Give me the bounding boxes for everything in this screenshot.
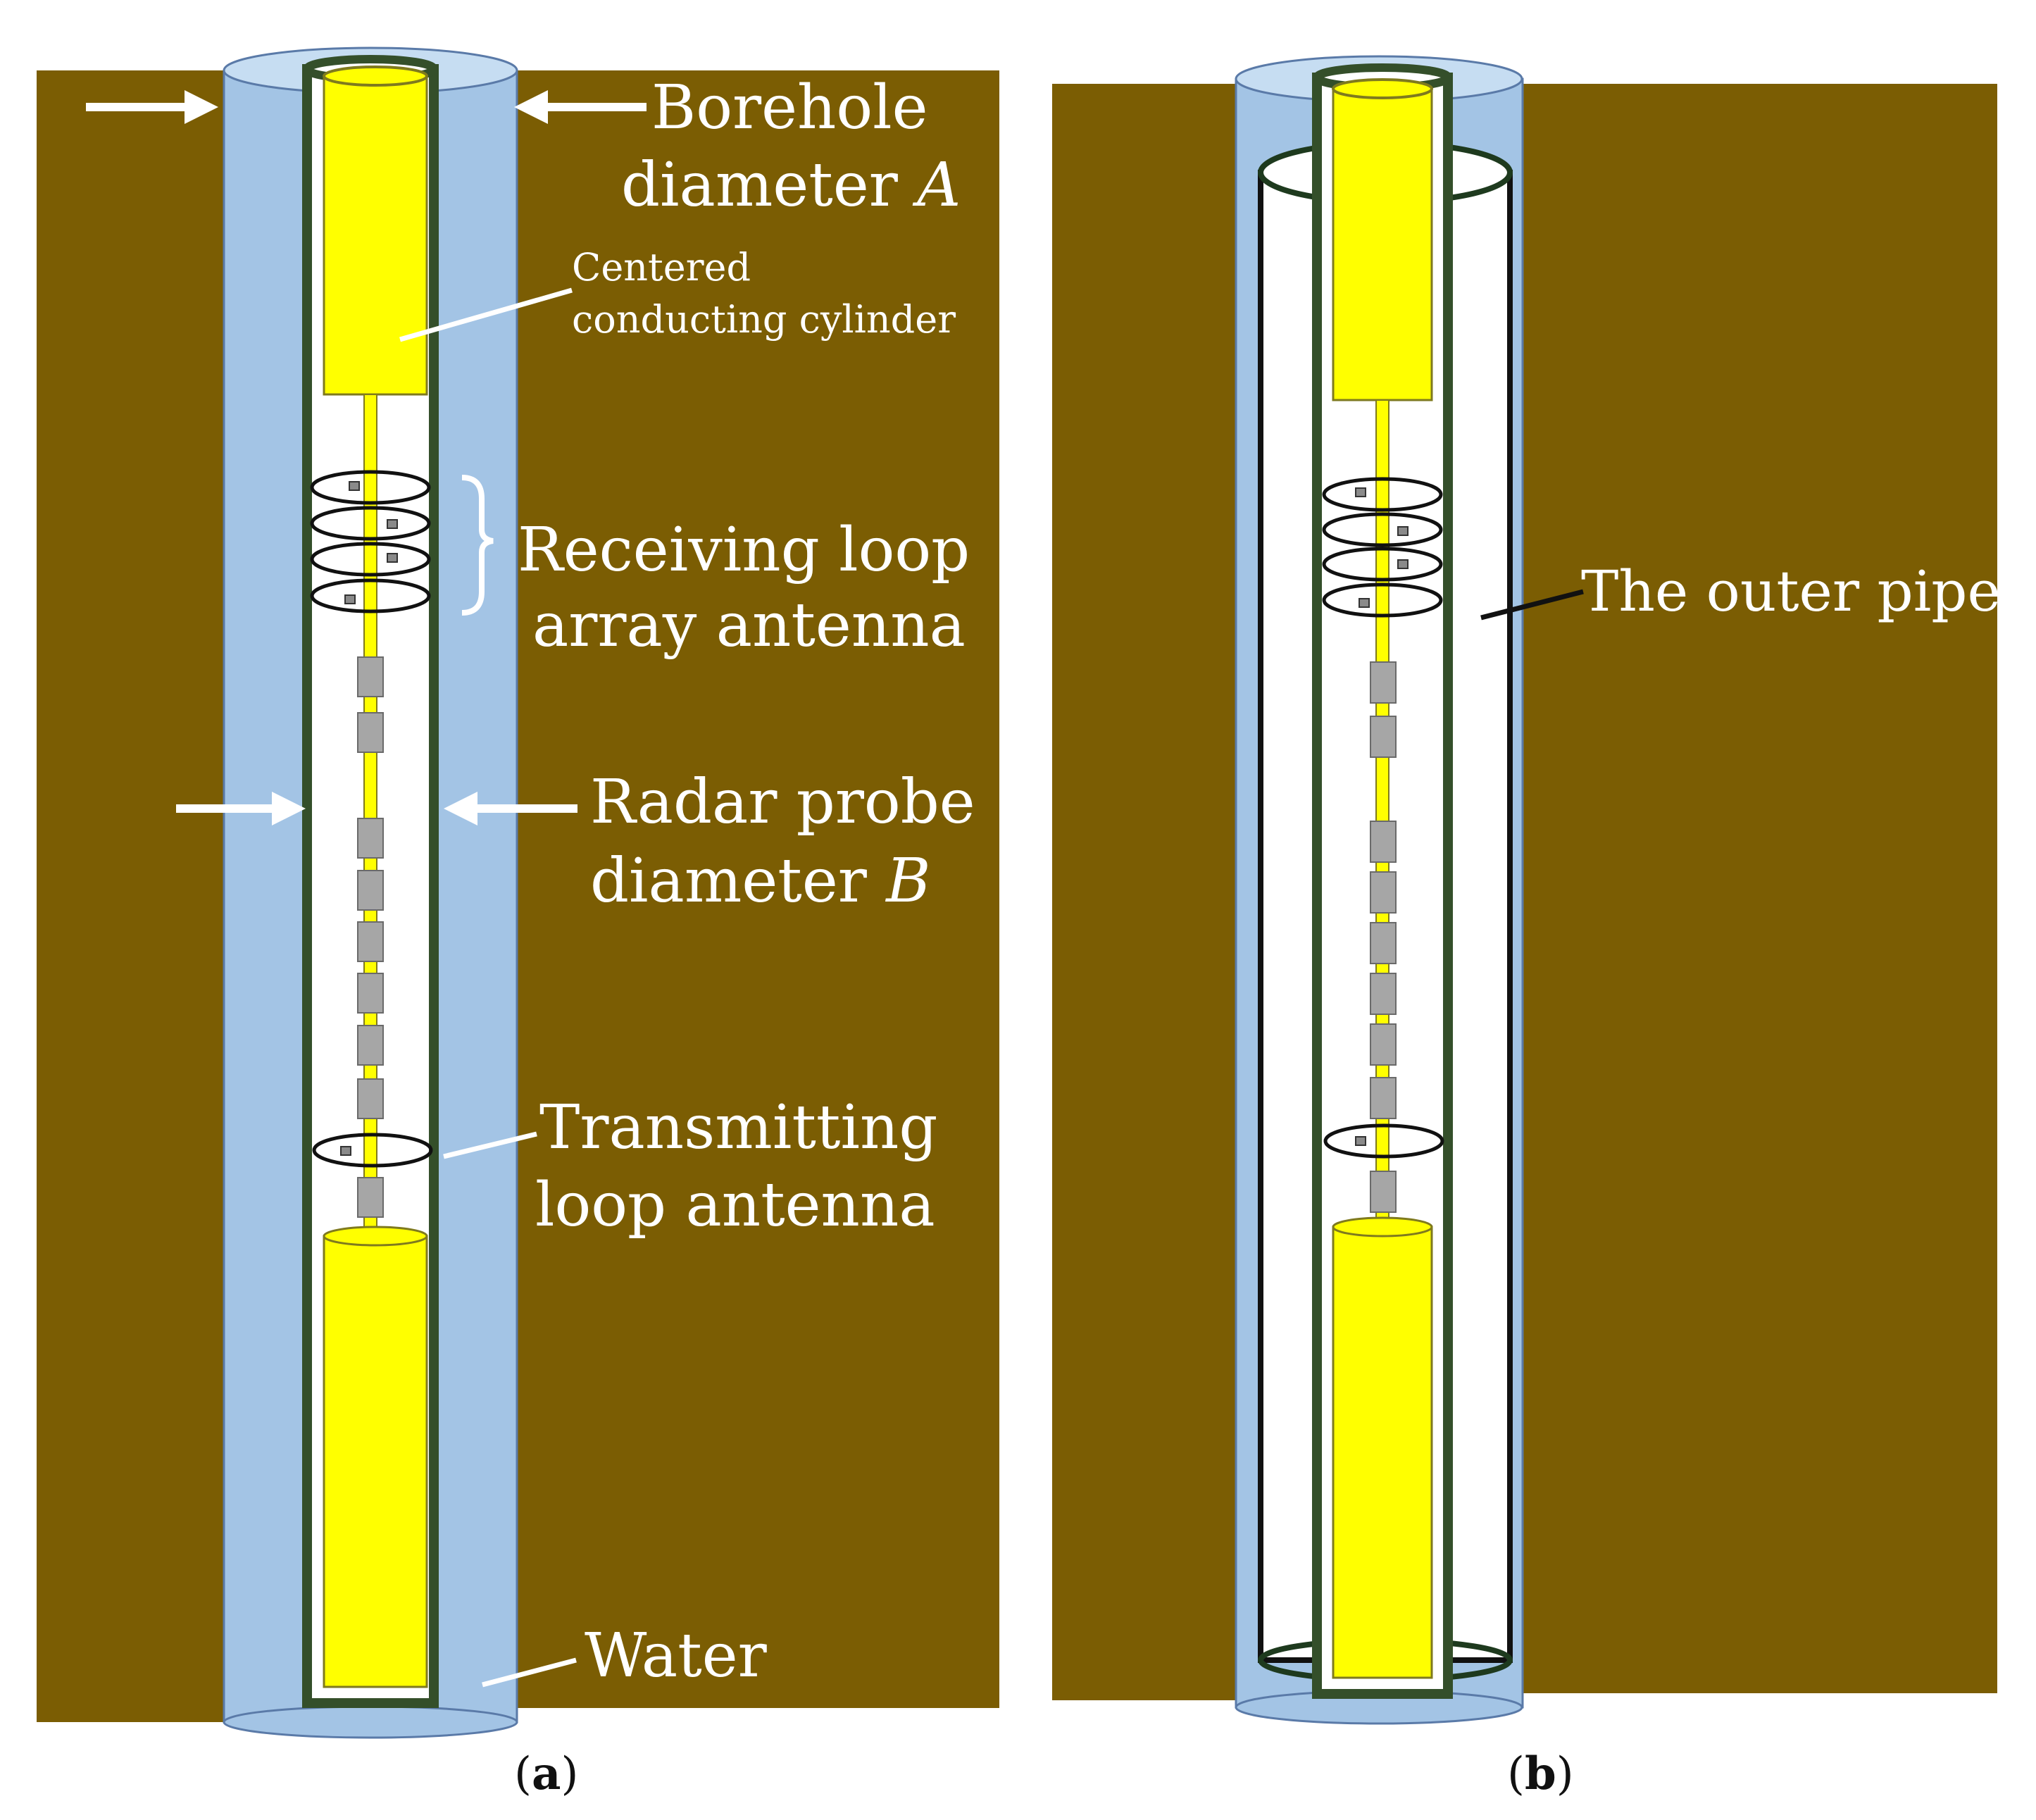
- panel-a: Borehole diameter A Centered conducting …: [37, 46, 999, 1800]
- segment: [1370, 1023, 1397, 1066]
- leader-transmitting: [443, 1131, 537, 1159]
- feed-point: [1355, 487, 1366, 497]
- segment: [357, 870, 384, 911]
- receiving-loop: [310, 506, 431, 541]
- top-conducting-cylinder-b: [1332, 87, 1433, 401]
- label-probe-diameter: Radar probe diameter B: [590, 767, 994, 916]
- segment: [357, 712, 384, 753]
- top-cylinder-cap-a: [323, 66, 428, 87]
- label-transmitting: Transmitting loop antenna: [535, 1092, 957, 1240]
- label-probe-line2: diameter: [590, 846, 886, 916]
- label-transmitting-line2: loop antenna: [535, 1170, 935, 1240]
- soil-right-a: [516, 70, 999, 1708]
- receiving-loop: [1322, 582, 1443, 618]
- feed-point: [349, 481, 360, 491]
- top-cylinder-cap-b: [1332, 78, 1433, 99]
- segment: [1370, 922, 1397, 964]
- segment: [1370, 1077, 1397, 1119]
- probe-segments-b: [1370, 661, 1397, 1213]
- receiving-loop: [1322, 547, 1443, 582]
- receiving-loop: [1322, 512, 1443, 547]
- label-centered-cylinder: Centered conducting cylinder: [572, 245, 956, 342]
- label-outer-pipe: The outer pipe: [1581, 559, 2001, 624]
- top-conducting-cylinder-a: [323, 75, 428, 396]
- segment: [357, 1025, 384, 1066]
- feed-point: [1359, 598, 1370, 608]
- segment: [357, 921, 384, 962]
- segment: [357, 1078, 384, 1119]
- bottom-conducting-cylinder-b: [1332, 1226, 1433, 1679]
- bottom-cylinder-cap-a: [323, 1226, 428, 1247]
- receiving-loop: [1322, 477, 1443, 512]
- bottom-cylinder-cap-b: [1332, 1216, 1433, 1238]
- receiving-loop: [310, 470, 431, 505]
- leader-water: [482, 1657, 577, 1688]
- segment: [1370, 1171, 1397, 1213]
- receiving-loops-a: [310, 470, 431, 613]
- label-borehole-line2: diameter: [621, 150, 917, 220]
- label-transmitting-line1: Transmitting: [539, 1092, 937, 1163]
- feed-point: [1397, 526, 1409, 536]
- feed-point: [387, 553, 398, 563]
- segment: [357, 1177, 384, 1218]
- receiving-loop: [310, 542, 431, 577]
- soil-left-a: [37, 70, 225, 1722]
- transmitting-loop-a: [312, 1133, 433, 1168]
- segment: [1370, 716, 1397, 758]
- receiving-array-bracket: [461, 475, 494, 616]
- probe-segments-a: [357, 656, 384, 1218]
- label-borehole-var: A: [912, 150, 961, 220]
- label-probe-line1: Radar probe: [590, 767, 975, 837]
- label-receiving-array: Receiving loop array antenna: [518, 515, 989, 661]
- label-receiving-line1: Receiving loop: [518, 515, 970, 585]
- receiving-loop: [310, 578, 431, 613]
- panel-b: The outer pipe (b): [1052, 55, 2001, 1800]
- soil-left-b: [1052, 84, 1238, 1700]
- label-probe-var: B: [885, 846, 930, 916]
- feed-point: [1355, 1136, 1366, 1146]
- segment: [1370, 661, 1397, 704]
- feed-point: [344, 594, 356, 604]
- label-receiving-line2: array antenna: [532, 590, 966, 661]
- feed-point: [340, 1146, 351, 1156]
- loop-feed-points-b: [1355, 487, 1409, 608]
- segment: [1370, 871, 1397, 914]
- segment: [1370, 821, 1397, 863]
- soil-right-b: [1521, 84, 1997, 1693]
- transmitting-loop-b: [1323, 1123, 1444, 1159]
- label-borehole-diameter: Borehole diameter A: [621, 73, 961, 220]
- feed-point: [387, 519, 398, 529]
- label-water: Water: [585, 1621, 768, 1691]
- label-borehole-line1: Borehole: [651, 73, 928, 143]
- segment: [357, 656, 384, 697]
- label-centered-line1: Centered: [572, 245, 751, 289]
- receiving-loops-b: [1322, 477, 1443, 618]
- bottom-conducting-cylinder-a: [323, 1235, 428, 1688]
- segment: [357, 818, 384, 859]
- loop-feed-points-a: [344, 481, 398, 604]
- borehole-bottom-a: [223, 1705, 518, 1739]
- caption-a: (a): [514, 1747, 578, 1800]
- segment: [1370, 973, 1397, 1015]
- feed-point: [1397, 559, 1409, 569]
- segment: [357, 973, 384, 1014]
- label-centered-line2: conducting cylinder: [572, 297, 956, 342]
- leader-cylinder: [399, 287, 573, 342]
- caption-b: (b): [1507, 1747, 1574, 1800]
- leader-outer-pipe: [1480, 589, 1584, 621]
